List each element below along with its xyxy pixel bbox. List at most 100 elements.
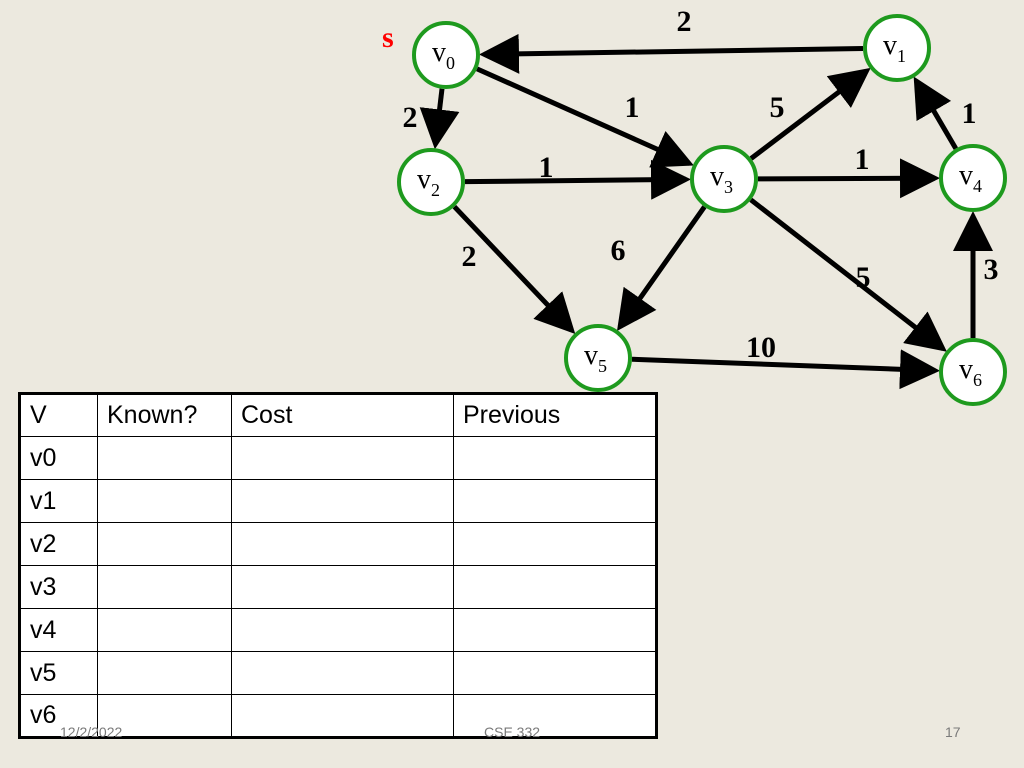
header-known: Known? [97, 393, 232, 437]
header-cost: Cost [231, 393, 454, 437]
node-label: v6 [959, 354, 982, 390]
table-row: v6 [19, 694, 657, 738]
edge-v2-v5 [452, 204, 576, 335]
node-circle [564, 324, 632, 392]
cell-cost [231, 479, 454, 523]
cell-previous [453, 694, 657, 738]
node-label: v2 [417, 164, 440, 200]
cell-cost [231, 522, 454, 566]
edge-v1-v0 [478, 33, 864, 74]
table-row: v3 [19, 565, 657, 609]
cell-vertex: v5 [19, 651, 98, 695]
edge-weight-v1-v0: 2 [677, 5, 692, 38]
cell-previous [453, 479, 657, 523]
edge-v0-v2 [419, 88, 460, 150]
cell-cost [231, 651, 454, 695]
edge-v5-v6 [631, 349, 941, 390]
cell-previous [453, 565, 657, 609]
cell-known [97, 522, 232, 566]
node-label-subscript: 4 [973, 176, 982, 196]
node-circle [939, 144, 1007, 212]
cell-known [97, 608, 232, 652]
table-row: v1 [19, 479, 657, 523]
edge-weight-v2-v5: 2 [462, 240, 477, 273]
edge-weight-v5-v6: 10 [746, 331, 776, 364]
footer-course: CSE 332 [484, 724, 541, 740]
node-label-base: v [710, 161, 724, 192]
node-label: v1 [883, 30, 906, 66]
cell-cost [231, 436, 454, 480]
table-row: v2 [19, 522, 657, 566]
cell-known [97, 565, 232, 609]
node-circle [863, 14, 931, 82]
cell-vertex: v0 [19, 436, 98, 480]
node-label-subscript: 3 [724, 177, 733, 197]
edge-v3-v4 [757, 158, 941, 199]
cell-vertex: v6 [19, 694, 98, 738]
node-label-subscript: 0 [446, 53, 455, 73]
edge-v3-v6 [749, 197, 947, 352]
node-v3: v3 [690, 145, 758, 213]
edge-v4-v1 [913, 76, 958, 150]
edges [419, 33, 993, 390]
node-label-base: v [584, 340, 598, 371]
node-label: v5 [584, 340, 607, 376]
node-label-subscript: 5 [598, 356, 607, 376]
node-v4: v4 [939, 144, 1007, 212]
cell-vertex: v1 [19, 479, 98, 523]
node-label-base: v [417, 164, 431, 195]
dijkstra-table: V Known? Cost Previous v0 v1 v2 v3 [18, 392, 658, 739]
node-label-subscript: 2 [431, 180, 440, 200]
edge-weight-v4-v1: 1 [962, 97, 977, 130]
node-label-base: v [883, 30, 897, 61]
edge-v0-v3 [476, 66, 694, 168]
node-label-base: v [959, 160, 973, 191]
node-label: v4 [959, 160, 982, 196]
node-label: v3 [710, 161, 733, 197]
node-circle [690, 145, 758, 213]
edge-weight-v3-v1: 5 [770, 91, 785, 124]
cell-known [97, 651, 232, 695]
cell-known [97, 479, 232, 523]
node-label-base: v [959, 354, 973, 385]
node-v2: v2 [397, 148, 465, 216]
cell-cost [231, 565, 454, 609]
source-label: s [382, 21, 394, 54]
edge-weight-v3-v6: 5 [856, 261, 871, 294]
edge-weight-v2-v3: 1 [539, 151, 554, 184]
node-label-subscript: 1 [897, 46, 906, 66]
node-label-base: v [432, 37, 446, 68]
edge-weight-v0-v3: 1 [625, 91, 640, 124]
table-row: v4 [19, 608, 657, 652]
table-row: v5 [19, 651, 657, 695]
header-v: V [19, 393, 98, 437]
cell-previous [453, 436, 657, 480]
cell-vertex: v4 [19, 608, 98, 652]
table-row: v0 [19, 436, 657, 480]
node-circle [412, 21, 480, 89]
edge-v2-v3 [464, 159, 692, 200]
cell-previous [453, 651, 657, 695]
header-previous: Previous [453, 393, 657, 437]
edge-v3-v5 [616, 205, 707, 332]
footer-date: 12/2/2022 [60, 724, 123, 740]
edge-weight-v3-v4: 1 [855, 143, 870, 176]
edge-weight-v0-v2: 2 [403, 101, 418, 134]
cell-known [97, 694, 232, 738]
edge-v3-v1 [749, 67, 871, 161]
footer-page-number: 17 [945, 724, 961, 740]
cell-previous [453, 522, 657, 566]
node-label: v0 [432, 37, 455, 73]
edge-weight-v3-v5: 6 [611, 234, 626, 267]
edge-weight-v6-v4: 3 [984, 253, 999, 286]
node-v5: v5 [564, 324, 632, 392]
node-v0: v0 [412, 21, 480, 89]
cell-vertex: v3 [19, 565, 98, 609]
node-circle [397, 148, 465, 216]
cell-previous [453, 608, 657, 652]
node-v1: v1 [863, 14, 931, 82]
cell-cost [231, 694, 454, 738]
